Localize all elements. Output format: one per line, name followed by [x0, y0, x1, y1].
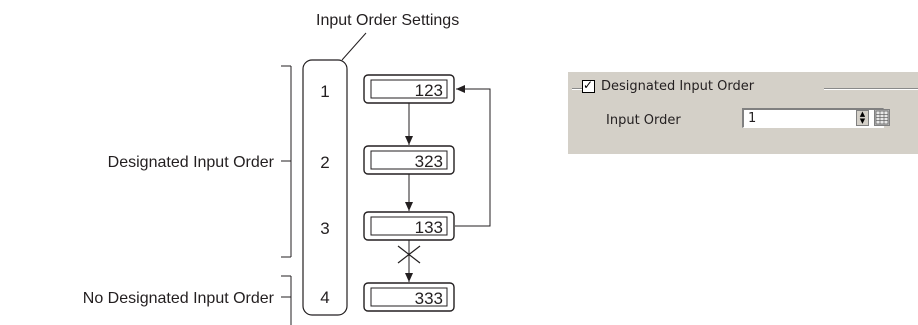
loop-back-arrow — [455, 85, 491, 227]
diagram-title: Input Order Settings — [316, 12, 459, 29]
value-box-4: 333 — [363, 282, 455, 312]
order-number-2: 2 — [320, 153, 329, 172]
input-order-label: Input Order — [606, 113, 681, 128]
order-number-1: 1 — [320, 82, 329, 101]
value-box-1: 123 — [363, 74, 455, 104]
blocked-cross-icon — [397, 245, 421, 264]
designated-input-order-checkbox-row[interactable]: ✓ Designated Input Order — [582, 78, 761, 94]
value-box-3: 133 — [363, 211, 455, 241]
no-designated-order-label: No Designated Input Order — [83, 290, 275, 307]
group-border-left — [572, 88, 582, 89]
order-column-box — [302, 59, 348, 316]
designated-input-order-group: ✓ Designated Input Order Input Order 1 ▲… — [568, 72, 918, 154]
keypad-icon[interactable] — [874, 109, 890, 126]
no-designated-bracket — [281, 275, 292, 325]
designated-input-order-checkbox[interactable]: ✓ — [582, 78, 595, 93]
keypad-grid-icon — [875, 110, 889, 125]
spin-up-icon[interactable]: ▲ — [859, 110, 866, 118]
order-number-4: 4 — [320, 288, 329, 307]
value-text-1: 123 — [415, 81, 443, 100]
designated-bracket — [281, 65, 292, 258]
value-text-2: 323 — [415, 152, 443, 171]
value-text-3: 133 — [415, 218, 443, 237]
title-leader-line — [341, 32, 367, 61]
value-text-4: 333 — [415, 289, 443, 308]
designated-order-label: Designated Input Order — [108, 154, 275, 171]
group-border-right — [824, 88, 918, 89]
spin-down-icon[interactable]: ▼ — [859, 117, 866, 125]
input-order-spinner[interactable]: ▲ ▼ — [856, 110, 869, 126]
checkmark-icon: ✓ — [583, 78, 594, 92]
checkbox-label: Designated Input Order — [601, 79, 755, 94]
order-number-3: 3 — [320, 219, 329, 238]
value-box-2: 323 — [363, 145, 455, 175]
